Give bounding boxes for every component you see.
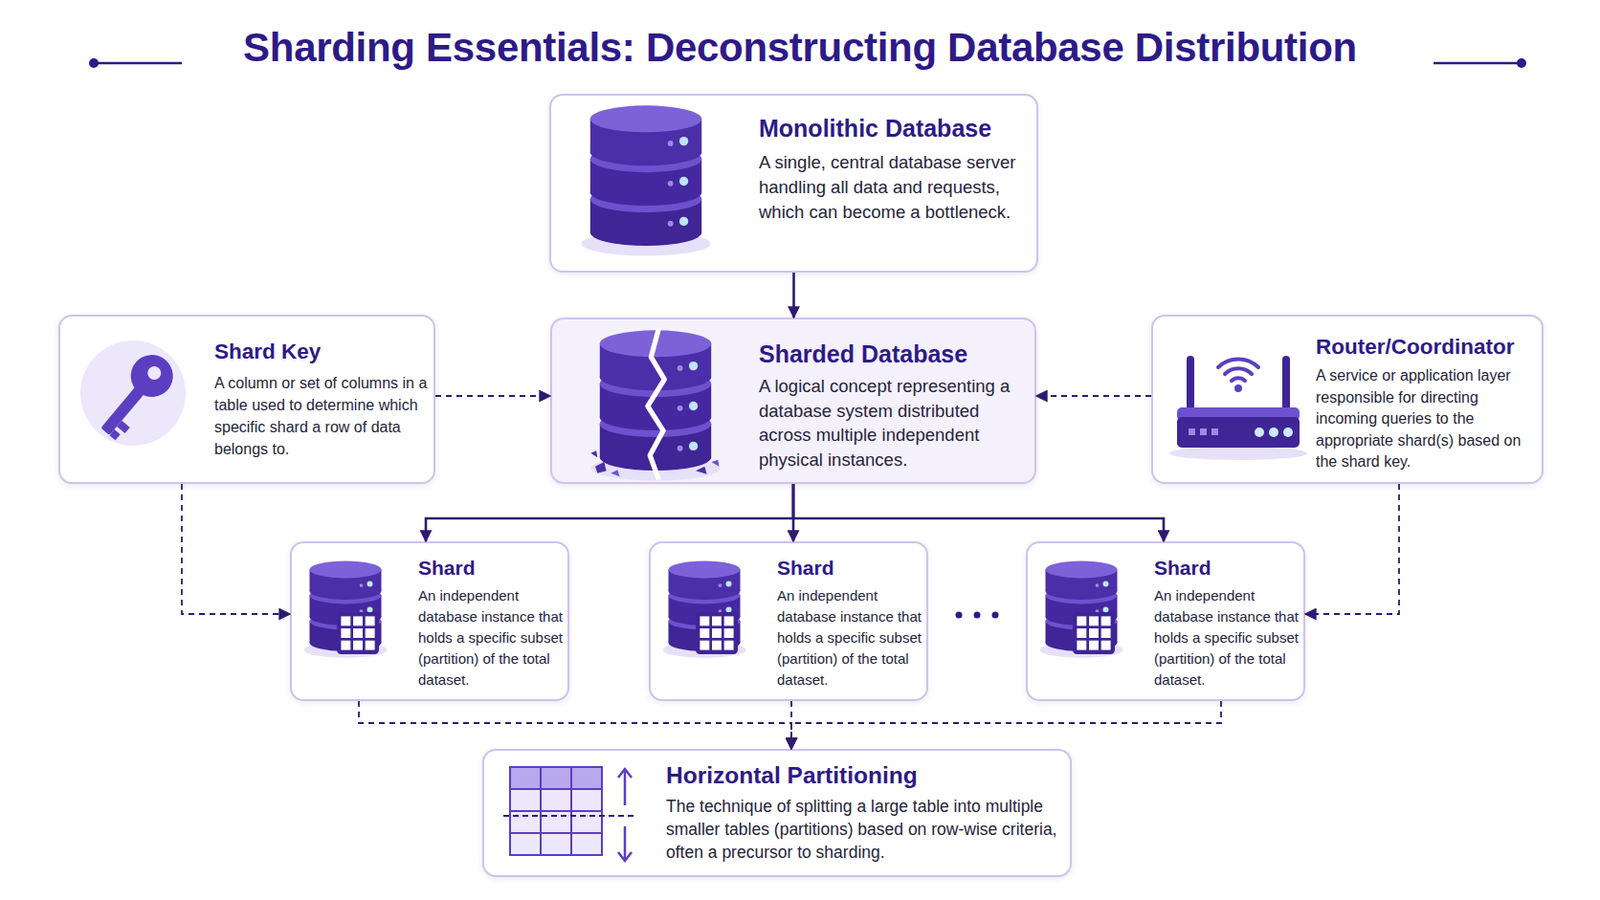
flow-arrow: [425, 484, 794, 542]
box-heading: Shard Key: [214, 337, 433, 366]
box-heading: Shard: [1154, 555, 1308, 581]
box-heading: Horizontal Partitioning: [666, 760, 1061, 792]
text-column: Shard Key A column or set of columns in a…: [214, 337, 433, 461]
concept-box: Shard An independent database instance th…: [289, 541, 570, 702]
box-heading: Shard: [777, 555, 931, 581]
concept-box: Horizontal PartitioningThe technique of …: [482, 749, 1072, 878]
box-description: An independent database instance that ho…: [1154, 585, 1308, 691]
dashed-connector: [435, 395, 551, 398]
diagram-title: Sharding Essentials: Deconstructing Data…: [0, 22, 1600, 73]
dot: [992, 612, 1000, 620]
rule-dot: [1516, 58, 1527, 68]
ellipsis-dots: [955, 612, 1000, 620]
text-column: Shard An independent database instance th…: [1154, 555, 1308, 691]
dot: [955, 612, 963, 620]
box-heading: Sharded Database: [758, 338, 1020, 371]
concept-box: Router/Coordinator A service or applicati…: [1151, 314, 1544, 485]
box-description: An independent database instance that ho…: [418, 585, 572, 691]
box-description: A column or set of columns in a table us…: [214, 372, 433, 461]
box-heading: Shard: [418, 555, 572, 581]
rule-dot: [88, 58, 99, 68]
concept-box: Shard An independent database instance th…: [1025, 541, 1306, 702]
text-column: Shard An independent database instance th…: [418, 555, 572, 691]
concept-box: Shard Key A column or set of columns in a…: [58, 314, 436, 485]
flow-arrow: [792, 272, 796, 318]
dashed-connector: [181, 484, 290, 615]
dashed-connector: [1036, 395, 1152, 398]
text-column: Monolithic Database A single, central dat…: [758, 112, 1020, 225]
concept-box: Monolithic Database A single, central dat…: [549, 93, 1039, 273]
dashed-connector: [791, 701, 1222, 750]
box-description: A service or application layer responsib…: [1315, 365, 1534, 474]
text-column: Sharded DatabaseA logical concept repres…: [758, 338, 1020, 472]
rule-line: [93, 62, 182, 66]
text-column: Shard An independent database instance th…: [777, 555, 931, 691]
concept-box: Shard An independent database instance th…: [648, 541, 929, 702]
text-column: Router/Coordinator A service or applicati…: [1315, 333, 1534, 474]
dot: [974, 612, 981, 620]
rule-line: [1433, 62, 1522, 66]
box-description: An independent database instance that ho…: [777, 585, 931, 691]
box-heading: Monolithic Database: [758, 112, 1020, 145]
box-description: A logical concept representing a databas…: [758, 374, 1020, 472]
text-column: Horizontal PartitioningThe technique of …: [666, 760, 1061, 865]
flow-arrow: [793, 484, 1164, 542]
dashed-connector: [790, 701, 793, 750]
flow-arrow: [792, 484, 796, 542]
box-description: The technique of splitting a large table…: [666, 795, 1061, 865]
concept-box: Sharded DatabaseA logical concept repres…: [550, 317, 1037, 485]
dashed-connector: [1305, 484, 1400, 615]
box-description: A single, central database server handli…: [758, 150, 1020, 225]
box-heading: Router/Coordinator: [1315, 333, 1534, 361]
dashed-connector: [358, 701, 792, 750]
